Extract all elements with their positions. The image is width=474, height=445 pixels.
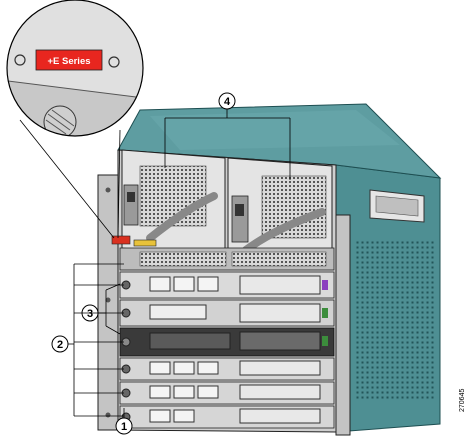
power-switch-right	[231, 195, 249, 243]
svg-text:3: 3	[87, 308, 93, 320]
svg-text:4: 4	[224, 96, 231, 108]
thumbscrew-icon	[43, 105, 77, 136]
line-card-slot-6	[119, 405, 335, 429]
callout-1: 1	[115, 408, 133, 435]
power-switch-left	[123, 184, 139, 226]
line-card-slot-2	[119, 299, 335, 327]
chassis-side-panel	[335, 164, 441, 433]
svg-text:1: 1	[121, 421, 127, 433]
right-mounting-rail	[335, 214, 351, 436]
chassis-e-series-badge	[111, 235, 157, 247]
left-mounting-rail	[97, 174, 119, 431]
screw-hole-right-icon	[108, 56, 120, 68]
power-supply-handle-left	[146, 192, 218, 242]
line-card-slot-4	[119, 357, 335, 381]
callout-4: 4	[164, 92, 291, 180]
supervisor-strip	[119, 247, 335, 271]
e-series-badge	[35, 49, 103, 71]
screw-hole-left-icon	[14, 54, 26, 66]
figure-id: 270645	[459, 389, 466, 412]
callout-2: 2	[51, 263, 124, 417]
line-card-slot-1	[119, 271, 335, 299]
power-supply-right	[227, 157, 333, 269]
chassis-top	[117, 103, 442, 179]
power-supply-handle-right	[242, 208, 326, 254]
power-supply-left	[121, 149, 226, 259]
supervisor-module-slot-3	[119, 327, 335, 357]
svg-text:2: 2	[57, 339, 63, 351]
e-series-badge-label: +E Series	[47, 56, 90, 67]
line-card-slot-5	[119, 381, 335, 405]
